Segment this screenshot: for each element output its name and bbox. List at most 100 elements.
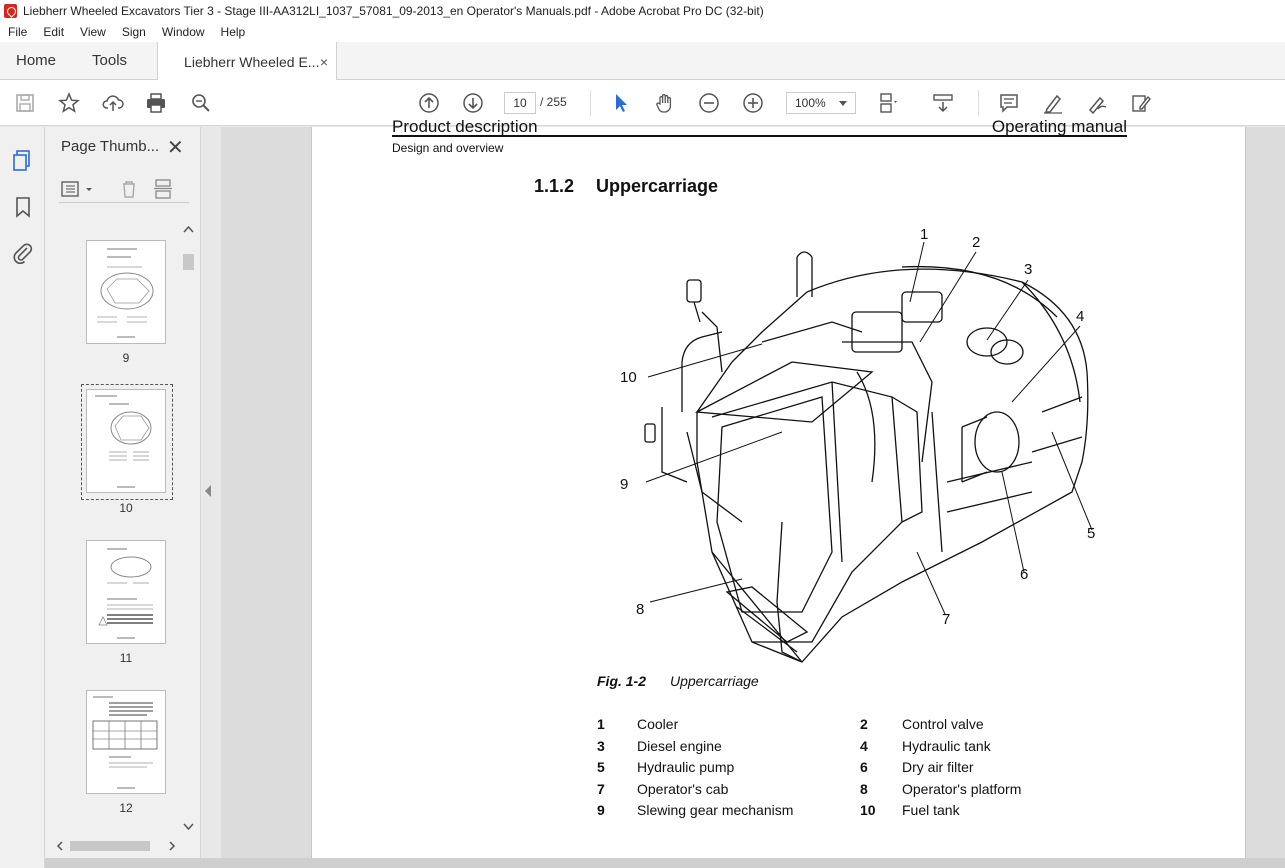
thumbnail-hscrollbar[interactable] [56,838,181,854]
callout-4: 4 [1076,308,1084,325]
callout-5: 5 [1087,525,1095,542]
comment-icon[interactable] [996,90,1022,116]
thumbnail-page-12[interactable] [86,690,166,794]
legend-text: Slewing gear mechanism [637,802,794,818]
thumbnail-options-icon[interactable] [61,180,95,198]
legend-text: Operator's cab [637,781,729,797]
legend-text: Control valve [902,716,984,732]
acrobat-logo-icon [4,4,17,18]
print-icon[interactable] [143,90,169,116]
callout-7: 7 [942,611,950,628]
edit-pdf-icon[interactable] [1128,90,1154,116]
draw-sign-icon[interactable] [1084,90,1110,116]
menu-window[interactable]: Window [161,25,205,39]
page-number-input[interactable]: 10 [504,92,536,114]
figure-label: Fig. 1-2 [597,673,647,689]
menu-edit[interactable]: Edit [43,25,65,39]
thumbnail-label-10: 10 [119,501,133,515]
collapse-panel-icon[interactable] [205,485,211,497]
scrollbar-thumb[interactable] [183,254,194,270]
scroll-mode-icon[interactable] [930,90,956,116]
thumbnail-page-10[interactable] [86,389,166,493]
title-bar: Liebherr Wheeled Excavators Tier 3 - Sta… [0,0,1285,22]
select-cursor-icon[interactable] [608,90,634,116]
hand-tool-icon[interactable] [652,90,678,116]
header-rule [392,135,1127,137]
menu-help[interactable]: Help [220,25,246,39]
hscrollbar-thumb[interactable] [70,841,150,851]
pdf-page: Product description Operating manual Des… [311,117,1246,868]
scroll-left-icon[interactable] [56,841,64,851]
insert-page-icon[interactable] [153,179,175,199]
legend-num: 1 [597,716,605,732]
thumbnail-scrollbar[interactable] [181,222,196,834]
legend-num: 7 [597,781,605,797]
menu-file[interactable]: File [8,25,28,39]
callout-2: 2 [972,234,980,251]
thumbnail-page-12-preview [92,696,158,789]
next-page-icon[interactable] [460,90,486,116]
legend-num: 5 [597,759,605,775]
left-rail [0,127,45,868]
callout-9: 9 [620,476,628,493]
figure-caption: Uppercarriage [670,673,759,689]
toolbar: 10 / 255 100% [0,80,1285,126]
legend-num: 4 [860,738,868,754]
thumbnail-page-11-preview [98,548,153,639]
callout-6: 6 [1020,566,1028,583]
tab-tools[interactable]: Tools [92,52,128,69]
legend-num: 8 [860,781,868,797]
scroll-right-icon[interactable] [168,841,176,851]
close-tab-icon[interactable]: × [319,53,329,70]
thumbnail-label-9: 9 [122,351,130,365]
attachments-paperclip-icon[interactable] [11,241,35,265]
zoom-search-icon[interactable] [188,90,214,116]
thumbnail-page-10-preview [95,395,152,488]
page-header-left: Product description [392,117,538,136]
save-icon[interactable] [12,90,38,116]
thumbnail-selection [81,384,173,500]
scroll-down-icon[interactable] [183,822,194,832]
legend-text: Diesel engine [637,738,722,754]
callout-leaders [645,241,1093,615]
callout-8: 8 [636,601,644,618]
panel-tools [59,177,189,203]
thumbnail-label-12: 12 [119,801,133,815]
thumbnail-page-11[interactable] [86,540,166,644]
callout-3: 3 [1024,261,1032,278]
zoom-out-icon[interactable] [696,90,722,116]
zoom-in-icon[interactable] [740,90,766,116]
tab-document[interactable]: Liebherr Wheeled E... × [157,42,338,81]
page-thumbnails-icon[interactable] [11,149,35,173]
thumbnail-label-11: 11 [119,651,133,665]
highlight-pen-icon[interactable] [1040,90,1066,116]
fit-page-icon[interactable] [876,90,902,116]
thumbnail-page-9[interactable] [86,240,166,344]
legend-text: Dry air filter [902,759,974,775]
zoom-level-select[interactable]: 100% [786,92,856,114]
legend-num: 3 [597,738,605,754]
section-number: 1.1.2 [534,176,575,196]
menu-view[interactable]: View [80,25,106,39]
menu-sign[interactable]: Sign [121,25,146,39]
scroll-up-icon[interactable] [183,224,194,234]
bookmarks-icon[interactable] [11,195,35,219]
legend-num: 9 [597,802,605,818]
previous-page-icon[interactable] [416,90,442,116]
horizontal-scrollbar[interactable] [45,858,1285,868]
tab-bar: Home Tools Liebherr Wheeled E... × [0,42,1285,81]
tab-home[interactable]: Home [16,52,57,69]
tab-document-label: Liebherr Wheeled E... [184,53,320,70]
delete-page-icon[interactable] [119,179,139,199]
thumbnail-page-9-preview [97,248,154,338]
callout-numbers: 1 2 3 4 5 6 7 8 9 10 [620,226,1095,628]
legend-text: Cooler [637,716,679,732]
bookmark-star-icon[interactable] [56,90,82,116]
page-thumbnails-panel: Page Thumb... ✕ 9 [45,127,201,868]
uppercarriage-figure: 1 2 3 4 5 6 7 8 9 10 [620,226,1095,663]
close-panel-icon[interactable]: ✕ [167,137,184,159]
callout-10: 10 [620,369,637,386]
upload-cloud-icon[interactable] [100,90,126,116]
legend-text: Hydraulic tank [902,738,991,754]
section-title: Uppercarriage [596,176,719,196]
